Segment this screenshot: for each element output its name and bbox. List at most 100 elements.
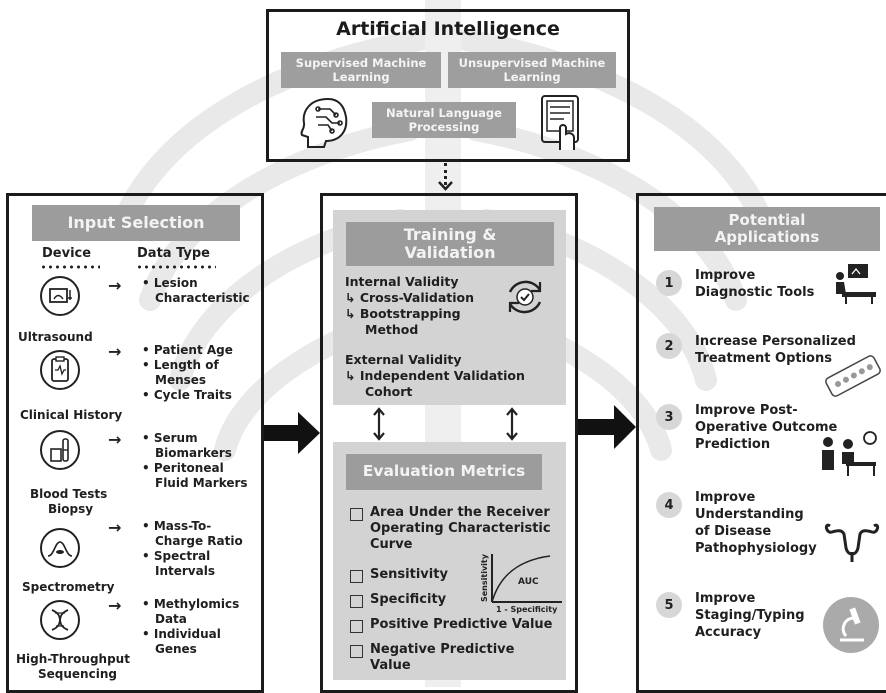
- check-ppv-icon: [350, 620, 363, 633]
- ai-title: Artificial Intelligence: [336, 18, 560, 40]
- input-header: Input Selection: [32, 205, 240, 241]
- check-specificity-icon: [350, 595, 363, 608]
- metric-npv-1: Negative Predictive: [370, 642, 515, 657]
- metric-sensitivity: Sensitivity: [370, 567, 448, 582]
- spectro-type-2: Charge Ratio: [155, 534, 243, 548]
- exam-table-icon: [836, 264, 876, 304]
- supervised-ml-box: Supervised Machine Learning: [281, 52, 441, 88]
- app-1-line2: Diagnostic Tools: [695, 285, 815, 300]
- blood-type-1: • Serum: [142, 431, 198, 445]
- applications-header: Potential Applications: [654, 207, 880, 251]
- metric-auc-3: Curve: [370, 537, 413, 552]
- internal-validity: Internal Validity: [345, 274, 459, 289]
- app-1-line1: Improve: [695, 268, 756, 283]
- device-blood-tests: Blood Tests: [30, 487, 108, 501]
- device-high-throughput: High-Throughput: [16, 652, 130, 666]
- seq-type-2: Data: [155, 612, 187, 626]
- ultrasound-type-2: Characteristic: [155, 291, 250, 305]
- blood-type-3: • Peritoneal: [142, 461, 224, 475]
- microscope-icon: [823, 597, 879, 653]
- row-arrow-2: →: [108, 342, 122, 361]
- test-tube-icon: [40, 430, 80, 470]
- applications-header-line1: Potential: [728, 210, 806, 229]
- check-auc-icon: [350, 508, 363, 521]
- app-4-line2: Understanding: [695, 507, 804, 522]
- bootstrapping: ↳ Bootstrapping: [345, 306, 461, 321]
- check-npv-icon: [350, 645, 363, 658]
- right-arrow-right-icon: [578, 405, 636, 449]
- row-arrow-5: →: [108, 596, 122, 615]
- ai-box: [266, 9, 630, 162]
- metric-ppv: Positive Predictive Value: [370, 617, 553, 632]
- app-3-line3: Prediction: [695, 437, 771, 452]
- independent-validation: ↳ Independent Validation: [345, 368, 525, 383]
- evaluation-header: Evaluation Metrics: [346, 454, 542, 490]
- training-header: Training & Validation: [346, 222, 554, 266]
- bootstrapping-method: Method: [365, 322, 419, 337]
- app-5-line1: Improve: [695, 591, 756, 606]
- row-arrow-4: →: [108, 518, 122, 537]
- roc-x-label: 1 - Specificity: [496, 605, 558, 614]
- device-col-heading: Device: [42, 246, 92, 261]
- roc-y-label: Sensitivity: [480, 553, 489, 602]
- surgery-icon: [822, 431, 877, 476]
- training-header-line1: Training &: [403, 224, 497, 244]
- clinical-type-3: Menses: [155, 373, 207, 387]
- app-2-line1: Increase Personalized: [695, 334, 856, 349]
- check-sensitivity-icon: [350, 570, 363, 583]
- double-arrow-left-icon: [373, 407, 385, 441]
- independent-cohort: Cohort: [365, 384, 413, 399]
- ai-connector-dotted: [444, 163, 447, 185]
- app-5-line3: Accuracy: [695, 625, 762, 640]
- double-arrow-right-icon: [506, 407, 518, 441]
- blood-type-4: Fluid Markers: [155, 476, 248, 490]
- datatype-dots: [136, 265, 216, 269]
- device-spectrometry: Spectrometry: [22, 580, 115, 594]
- clinical-type-1: • Patient Age: [142, 343, 233, 357]
- training-header-line2: Validation: [404, 243, 496, 262]
- tablet-hand-icon: [541, 95, 579, 150]
- blood-type-2: Biomarkers: [155, 446, 232, 460]
- spectro-type-1: • Mass-To-: [142, 519, 212, 533]
- uterus-icon: [824, 523, 880, 562]
- app-4-line4: Pathophysiology: [695, 541, 817, 556]
- row-arrow-1: →: [108, 276, 122, 295]
- app-2-line2: Treatment Options: [695, 351, 832, 366]
- clipboard-icon: [40, 350, 80, 390]
- seq-type-4: Genes: [155, 642, 197, 656]
- device-ultrasound: Ultrasound: [18, 330, 93, 344]
- pill-blister-icon: [825, 355, 881, 397]
- applications-header-line2: Applications: [714, 228, 820, 246]
- brain-circuit-icon: [300, 97, 348, 148]
- device-sequencing: Sequencing: [38, 667, 117, 681]
- device-biopsy: Biopsy: [48, 502, 94, 516]
- app-3-line1: Improve Post-: [695, 403, 798, 418]
- app-4-line1: Improve: [695, 490, 756, 505]
- cross-validation: ↳ Cross-Validation: [345, 290, 475, 305]
- ultrasound-type-1: • Lesion: [142, 276, 198, 290]
- spectro-type-3: • Spectral: [142, 549, 211, 563]
- roc-curve-plot: AUC Sensitivity 1 - Specificity: [480, 553, 562, 614]
- app-5-line2: Staging/Typing: [695, 608, 805, 623]
- app-3-line2: Operative Outcome: [695, 420, 838, 435]
- app-number-5: 5: [656, 592, 682, 618]
- ultrasound-icon: [40, 276, 80, 316]
- nlp-box: Natural Language Processing: [372, 102, 516, 138]
- app-number-3: 3: [656, 404, 682, 430]
- seq-type-1: • Methylomics: [142, 597, 240, 611]
- roc-auc-label: AUC: [518, 577, 539, 587]
- row-arrow-3: →: [108, 430, 122, 449]
- app-4-line3: of Disease: [695, 524, 772, 539]
- unsupervised-ml-box: Unsupervised Machine Learning: [448, 52, 616, 88]
- down-arrow-icon: [438, 181, 453, 191]
- clinical-type-4: • Cycle Traits: [142, 388, 232, 402]
- metric-npv-2: Value: [370, 658, 411, 673]
- dna-icon: [40, 600, 80, 640]
- app-number-1: 1: [656, 270, 682, 296]
- device-dots: [40, 265, 100, 269]
- refresh-check-icon: [508, 280, 542, 314]
- right-arrow-left-icon: [264, 412, 320, 454]
- clinical-type-2: • Length of: [142, 358, 219, 372]
- metric-auc-1: Area Under the Receiver: [370, 505, 550, 520]
- metric-auc-2: Operating Characteristic: [370, 521, 551, 536]
